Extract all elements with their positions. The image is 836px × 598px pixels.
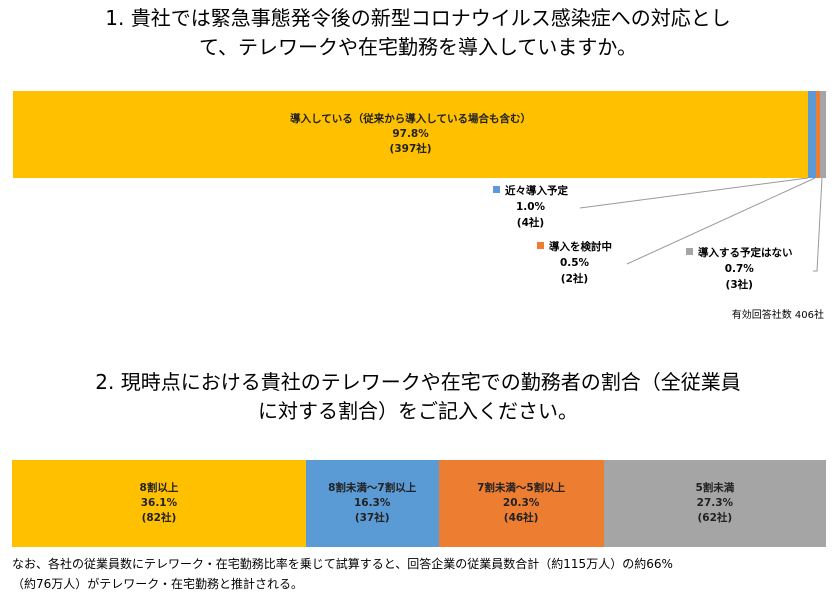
bar-segment-2 — [816, 91, 821, 178]
label-planned: 近々導入予定 1.0% (4社) — [493, 183, 568, 231]
bar-segment-2: 7割未満～5割以上 20.3% (46社) — [438, 460, 604, 547]
leader-line-3 — [813, 177, 823, 272]
bar-segment-3 — [820, 91, 826, 178]
chart1-title-line2: て、テレワークや在宅勤務を導入していますか。 — [199, 35, 637, 59]
segment-pct: 27.3% — [696, 497, 734, 509]
chart2-title-line1: 2. 現時点における貴社のテレワークや在宅での勤務者の割合（全従業員 — [95, 370, 741, 394]
footnote-line1: なお、各社の従業員数にテレワーク・在宅勤務比率を乗じて試算すると、回答企業の従業… — [12, 557, 673, 571]
label-name: 近々導入予定 — [505, 185, 568, 197]
bar-segment-1 — [808, 91, 817, 178]
segment-pct: 20.3% — [502, 497, 540, 509]
leader-line-1 — [579, 177, 809, 209]
legend-swatch-gray — [686, 248, 693, 255]
label-pct: 0.7% — [724, 263, 754, 275]
label-no-plan: 導入する予定はない 0.7% (3社) — [686, 245, 793, 293]
segment-name: 5割未満 — [695, 482, 735, 494]
segment-count: (82社) — [141, 512, 177, 524]
footnote-line2: （約76万人）がテレワーク・在宅勤務と推計される。 — [12, 577, 304, 591]
segment-pct: 36.1% — [140, 497, 178, 509]
chart1-stacked-bar: 導入している（従来から導入している場合も含む） 97.8% (397社) — [13, 91, 826, 178]
segment-pct: 97.8% — [392, 128, 429, 140]
segment-count: (46社) — [503, 512, 539, 524]
bar-segment-0: 8割以上 36.1% (82社) — [12, 460, 306, 547]
segment-name: 8割以上 — [139, 482, 179, 494]
segment-name: 7割未満～5割以上 — [477, 482, 566, 494]
bar-segment-3: 5割未満 27.3% (62社) — [603, 460, 826, 547]
leader-line-2 — [626, 177, 816, 265]
segment-count: (62社) — [697, 512, 733, 524]
legend-swatch-blue — [493, 186, 500, 193]
segment-pct: 16.3% — [353, 497, 391, 509]
label-name: 導入する予定はない — [698, 247, 793, 259]
bar-segment-0: 導入している（従来から導入している場合も含む） 97.8% (397社) — [13, 91, 809, 178]
segment-name: 8割未満～7割以上 — [328, 482, 417, 494]
label-count: (2社) — [560, 273, 589, 285]
segment-count: (397社) — [389, 143, 432, 155]
chart2-title-line2: に対する割合）をご記入ください。 — [258, 399, 578, 423]
segment-name: 導入している（従来から導入している場合も含む） — [290, 113, 531, 125]
legend-swatch-orange — [537, 242, 544, 249]
label-pct: 1.0% — [515, 201, 546, 213]
label-pct: 0.5% — [559, 257, 590, 269]
chart1-title-line1: 1. 貴社では緊急事態発令後の新型コロナウイルス感染症への対応とし — [105, 6, 731, 30]
total-respondents: 有効回答社数 406社 — [731, 310, 824, 321]
label-count: (4社) — [516, 217, 545, 229]
label-name: 導入を検討中 — [549, 241, 612, 253]
chart2-stacked-bar: 8割以上 36.1% (82社) 8割未満～7割以上 16.3% (37社) 7割未満～5割… — [12, 460, 826, 547]
label-count: (3社) — [725, 279, 753, 291]
bar-segment-1: 8割未満～7割以上 16.3% (37社) — [305, 460, 439, 547]
label-considering: 導入を検討中 0.5% (2社) — [537, 239, 612, 287]
segment-count: (37社) — [354, 512, 390, 524]
